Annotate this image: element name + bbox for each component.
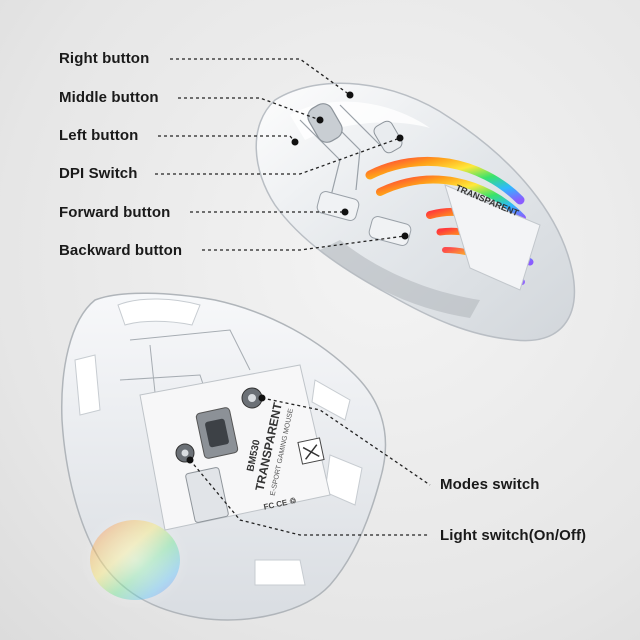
leader-lines (155, 58, 431, 536)
leader-light-switch (189, 459, 430, 536)
backward-side-button (368, 216, 412, 246)
foot-left (74, 354, 101, 416)
label-light-switch: Light switch(On/Off) (440, 527, 587, 544)
leader-modes-switch (261, 397, 431, 486)
label-modes-switch: Modes switch (440, 476, 540, 493)
label-left-button: Left button (59, 127, 139, 144)
label-backward-button: Backward button (59, 242, 183, 259)
leader-left-button (158, 135, 296, 143)
leader-dots (186, 91, 409, 464)
usb-receiver-slot (185, 467, 229, 523)
label-middle-button: Middle button (59, 89, 159, 106)
label-dpi-switch: DPI Switch (59, 165, 138, 182)
leader-dpi-switch (155, 137, 401, 175)
scroll-wheel (307, 103, 343, 143)
foot-right-top (311, 379, 351, 421)
top-mouse: TRANSPARENT (255, 82, 576, 342)
leader-backward-button (202, 235, 406, 251)
leader-right-button (170, 58, 351, 96)
foot-bottom (254, 559, 306, 586)
brand-logo-box (297, 437, 325, 465)
rgb-strip-1 (365, 156, 525, 205)
label-right-button: Right button (59, 50, 150, 67)
rgb-strip-2 (376, 175, 526, 222)
foot-top-left (117, 298, 201, 326)
label-forward-button: Forward button (59, 204, 171, 221)
bottom-mouse: BM530 TRANSPARENT E-SPORT GAMING MOUSE F… (61, 292, 387, 621)
forward-side-button (316, 191, 360, 221)
dpi-button (373, 120, 403, 154)
